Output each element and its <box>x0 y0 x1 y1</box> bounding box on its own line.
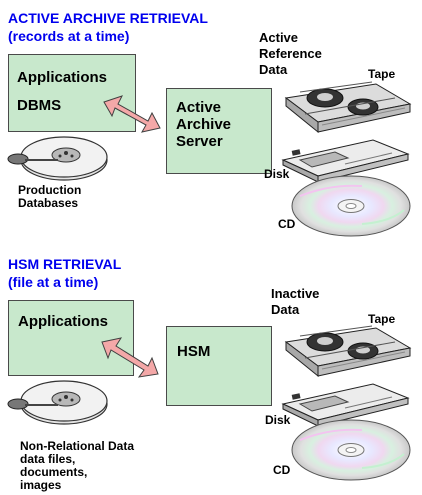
active-tape-label: Tape <box>368 67 396 81</box>
active-disk-icon <box>281 139 410 183</box>
production-db-label-2: Databases <box>18 196 79 210</box>
active-applications-label: Applications <box>17 69 108 86</box>
active-disk-label: Disk <box>264 167 290 181</box>
production-database-icon <box>7 136 108 181</box>
nonrelational-data-icon <box>7 380 108 425</box>
production-db-label-1: Production <box>18 183 82 197</box>
active-cd-icon <box>291 175 411 237</box>
server-line1: Active <box>176 99 222 116</box>
hsm-disk-label: Disk <box>265 413 291 427</box>
active-subtitle: (records at a time) <box>8 28 130 44</box>
nonrel-label-3: documents, <box>20 465 88 479</box>
inactive-data-label-1: Inactive <box>271 286 320 301</box>
hsm-box: HSM <box>166 326 272 406</box>
hsm-disk-icon <box>281 383 410 427</box>
active-tape-icon <box>284 81 412 134</box>
hsm-tape-label: Tape <box>368 312 396 326</box>
active-archive-server-box: Active Archive Server <box>166 88 272 174</box>
nonrel-label-2: data files, <box>20 452 76 466</box>
active-title: ACTIVE ARCHIVE RETRIEVAL <box>8 10 208 26</box>
server-line3: Server <box>176 133 223 150</box>
active-data-label-2: Reference <box>259 46 322 61</box>
nonrel-label-1: Non-Relational Data <box>20 439 135 453</box>
active-data-label-3: Data <box>259 62 288 77</box>
hsm-tape-icon <box>284 325 412 378</box>
hsm-applications-box: Applications <box>8 300 134 376</box>
active-double-arrow <box>103 95 161 133</box>
active-applications-box: Applications DBMS <box>8 54 136 132</box>
active-dbms-label: DBMS <box>17 97 62 114</box>
hsm-applications-label: Applications <box>18 313 109 330</box>
hsm-box-label: HSM <box>177 343 211 360</box>
hsm-subtitle: (file at a time) <box>8 274 99 290</box>
active-cd-label: CD <box>278 217 296 231</box>
nonrel-label-4: images <box>20 478 62 492</box>
hsm-cd-label: CD <box>273 463 291 477</box>
server-line2: Archive <box>176 116 232 133</box>
hsm-title: HSM RETRIEVAL <box>8 256 122 272</box>
active-data-label-1: Active <box>259 30 299 45</box>
hsm-cd-icon <box>291 419 411 481</box>
hsm-double-arrow <box>101 337 159 378</box>
inactive-data-label-2: Data <box>271 302 300 317</box>
